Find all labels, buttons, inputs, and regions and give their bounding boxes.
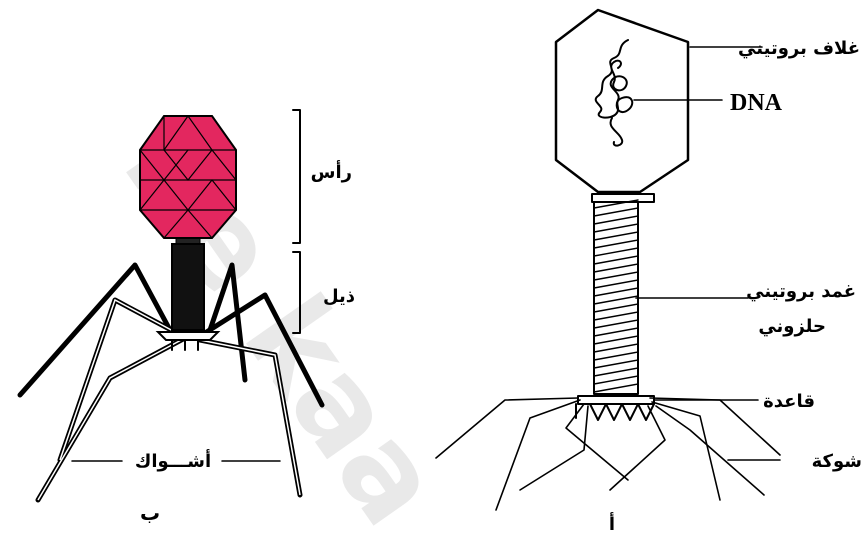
phage-a-head <box>556 10 688 192</box>
label-dna: DNA <box>730 90 783 116</box>
phage-a-sheath <box>594 200 638 394</box>
label-protein-coat: غلاف بروتيني <box>738 38 860 59</box>
caption-a: أ <box>609 512 615 535</box>
label-base: قاعدة <box>763 391 815 412</box>
figure-a: غلاف بروتيني DNA غمد بروتيني حلزوني قاعد… <box>436 10 862 535</box>
phage-b-head <box>140 116 236 238</box>
phage-a-collar <box>592 194 654 202</box>
spikes-label-group: أشـــواك <box>72 449 280 472</box>
label-spike-a: شوكة <box>812 451 862 472</box>
label-spikes-b: أشـــواك <box>135 449 211 472</box>
label-tail: ذيل <box>323 286 355 307</box>
dna-strand <box>596 40 633 146</box>
label-helical-sheath-2: حلزوني <box>758 316 826 337</box>
phage-a-tail-fibers <box>436 398 780 510</box>
caption-b: ب <box>140 501 160 525</box>
label-helical-sheath-1: غمد بروتيني <box>746 281 856 302</box>
label-head: رأس <box>311 160 352 183</box>
phage-b-tail <box>172 244 204 330</box>
